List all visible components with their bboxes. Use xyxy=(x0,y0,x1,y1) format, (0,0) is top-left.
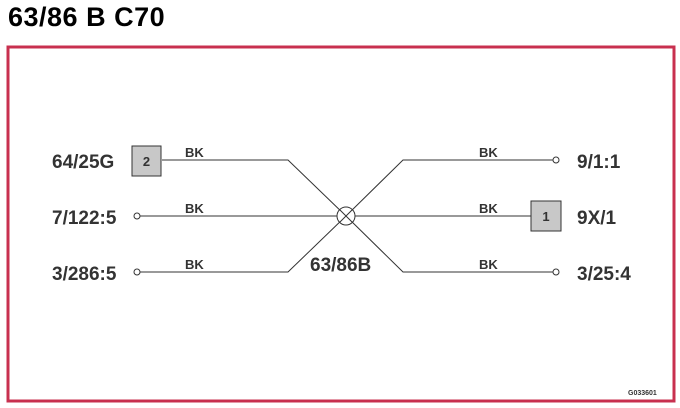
wire-left-1 xyxy=(162,159,347,217)
wire-right-3 xyxy=(345,215,553,273)
terminal-left-2-icon xyxy=(133,212,141,220)
wire-color-left-2: BK xyxy=(185,201,204,216)
wire-color-left-3: BK xyxy=(185,257,204,272)
connector-box-1 xyxy=(530,200,562,232)
wire-color-left-1: BK xyxy=(185,145,204,160)
terminal-right-3-icon xyxy=(552,268,560,276)
left-label-3: 3/286:5 xyxy=(52,264,117,285)
reference-code: G033601 xyxy=(628,390,657,397)
terminal-right-1-icon xyxy=(552,156,560,164)
left-label-1: 64/25G xyxy=(52,152,114,173)
wire-left-3 xyxy=(140,215,347,273)
wire-color-right-2: BK xyxy=(479,201,498,216)
diagram-frame xyxy=(6,45,676,403)
right-label-1: 9/1:1 xyxy=(577,152,621,173)
splice-point-icon xyxy=(336,206,356,226)
right-label-2: 9X/1 xyxy=(577,208,617,229)
connector-box-1-number: 1 xyxy=(542,209,549,224)
connector-box-2-number: 2 xyxy=(143,154,150,169)
left-label-2: 7/122:5 xyxy=(52,208,117,229)
diagram-title: 63/86 B C70 xyxy=(8,2,166,32)
wire-right-1 xyxy=(345,159,553,217)
right-label-3: 3/25:4 xyxy=(577,264,631,285)
connector-box-2 xyxy=(131,145,162,177)
wire-color-right-3: BK xyxy=(479,257,498,272)
splice-label: 63/86B xyxy=(310,255,371,276)
terminal-left-3-icon xyxy=(133,268,141,276)
wire-color-right-1: BK xyxy=(479,145,498,160)
